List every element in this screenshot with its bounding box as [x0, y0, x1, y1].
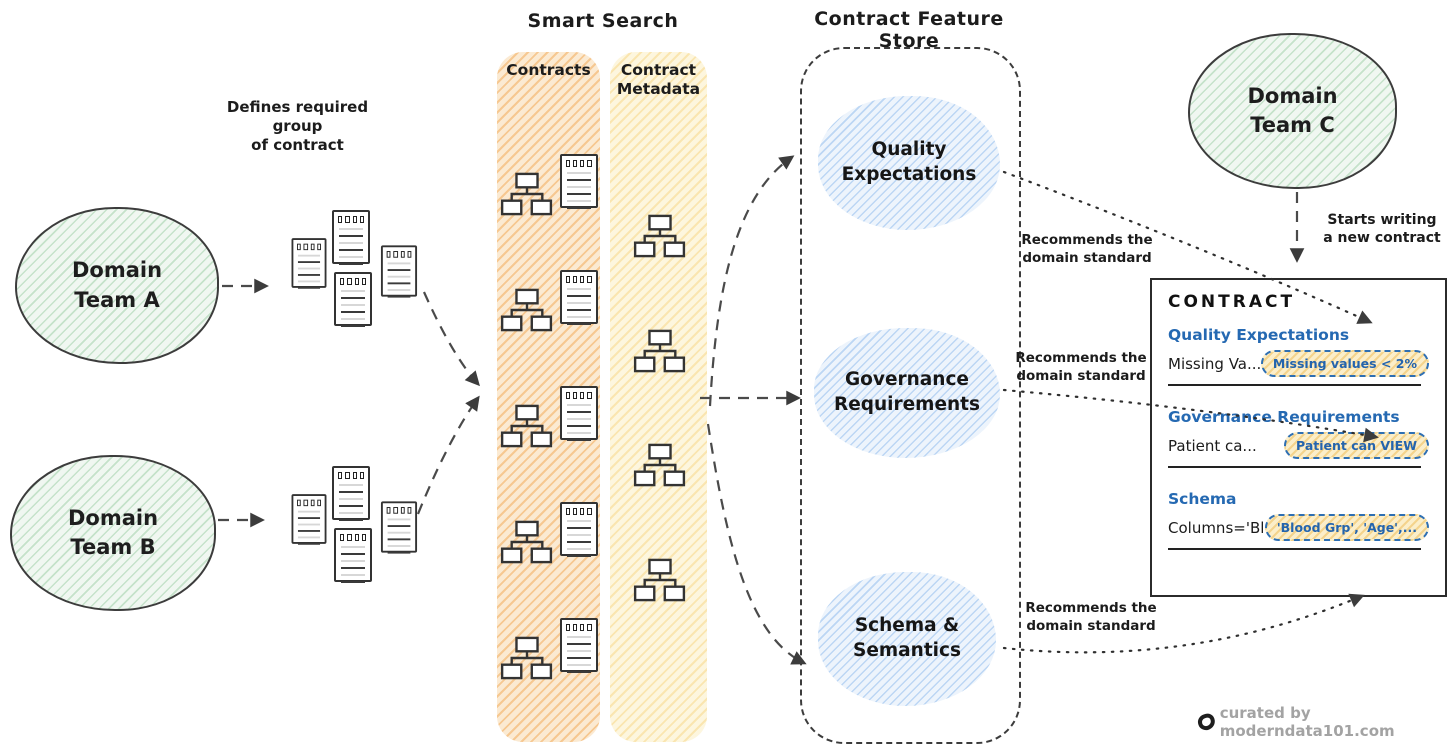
document-icon	[332, 466, 370, 521]
document-icon	[559, 502, 598, 557]
section-heading: Quality Expectations	[1168, 326, 1350, 344]
recommended-value-pill: Patient can VIEW	[1284, 432, 1429, 459]
arrow-docs-a-to-smart-search	[422, 291, 480, 387]
metadata-tree-icon	[633, 443, 685, 491]
metadata-tree-icon	[633, 329, 685, 377]
contracts-column-label: Contracts	[506, 61, 591, 79]
arrow-search-to-schema	[706, 423, 807, 665]
document-icon-wrapper	[380, 245, 418, 298]
document-icon	[559, 154, 598, 209]
document-icon	[559, 386, 598, 441]
document-icon-wrapper	[334, 272, 372, 327]
recommended-value-pill: 'Blood Grp', 'Age',...	[1264, 514, 1429, 541]
recommends-label-schema: Recommends the domain standard	[1025, 600, 1157, 634]
recommends-label-governance: Recommends the domain standard	[1015, 350, 1147, 384]
tree-diagram-icon	[500, 172, 552, 216]
document-header-dots	[297, 243, 321, 251]
contract-section-quality: Quality Expectations Missing Va... Missi…	[1168, 326, 1429, 386]
document-header-dots	[386, 251, 412, 258]
metadata-tree-icon	[633, 558, 685, 606]
quality-expectations-ellipse: Quality Expectations	[818, 96, 1000, 230]
arrow-search-to-quality	[708, 155, 795, 407]
document-header-dots	[340, 534, 366, 541]
document-icon-wrapper	[332, 210, 370, 265]
document-header-dots	[565, 508, 592, 515]
document-icon	[380, 245, 418, 298]
footer-credit: curated by moderndata101.com	[1195, 704, 1456, 740]
document-header-dots	[340, 278, 366, 285]
document-icon	[334, 528, 372, 583]
document-icon	[559, 618, 598, 673]
domain-team-a-ellipse: Domain Team A	[15, 207, 219, 364]
moderndata101-logo-icon	[1195, 711, 1217, 733]
section-divider	[1168, 466, 1422, 468]
document-icon	[291, 494, 327, 545]
document-icon-wrapper	[291, 238, 327, 289]
section-heading: Schema	[1168, 490, 1237, 508]
contract-with-tree-icon	[500, 502, 598, 568]
recommended-value-pill: Missing values < 2%	[1260, 350, 1429, 377]
contract-card-title: CONTRACT	[1168, 292, 1296, 312]
contract-with-tree-icon	[500, 386, 598, 452]
tree-diagram-icon	[633, 215, 685, 258]
starts-writing-note: Starts writing a new contract	[1323, 212, 1441, 247]
tree-diagram-icon	[633, 443, 685, 487]
domain-team-c-ellipse: Domain Team C	[1188, 33, 1397, 189]
governance-requirements-ellipse: Governance Requirements	[814, 328, 1000, 458]
contract-with-tree-icon	[500, 270, 598, 336]
feature-store-title: Contract Feature Store	[814, 8, 1004, 52]
document-icon	[332, 210, 370, 265]
section-divider	[1168, 384, 1422, 386]
document-icon-wrapper	[334, 528, 372, 583]
contract-with-tree-icon	[500, 618, 598, 684]
recommends-label-quality: Recommends the domain standard	[1021, 232, 1153, 266]
contract-metadata-column-label: Contract Metadata	[616, 61, 701, 99]
team-b-document-group	[288, 464, 420, 586]
tree-diagram-icon	[500, 520, 552, 564]
metadata-icon-list	[610, 148, 707, 672]
tree-diagram-icon	[633, 329, 685, 373]
document-header-dots	[565, 392, 592, 399]
document-icon-wrapper	[291, 494, 327, 545]
domain-team-b-ellipse: Domain Team B	[10, 455, 216, 611]
contract-section-schema: Schema Columns='Blo... 'Blood Grp', 'Age…	[1168, 490, 1429, 550]
credit-text: curated by moderndata101.com	[1219, 704, 1395, 740]
document-icon-wrapper	[380, 501, 418, 554]
document-icon	[334, 272, 372, 327]
contracts-icon-list	[497, 104, 600, 734]
contract-section-governance: Governance Requirements Patient ca... Pa…	[1168, 408, 1429, 468]
section-field: Missing Va...	[1168, 354, 1261, 373]
document-icon	[559, 270, 598, 325]
document-header-dots	[297, 499, 321, 507]
section-heading: Governance Requirements	[1168, 408, 1400, 426]
tree-diagram-icon	[500, 288, 552, 332]
contracts-column: Contracts	[497, 52, 600, 742]
document-icon	[291, 238, 327, 289]
document-header-dots	[565, 624, 592, 631]
tree-diagram-icon	[500, 404, 552, 448]
contract-with-tree-icon	[500, 154, 598, 220]
metadata-tree-icon	[633, 214, 685, 262]
section-field: Patient ca...	[1168, 436, 1257, 455]
document-header-dots	[386, 507, 412, 514]
defines-group-note: Defines required group of contract	[226, 98, 369, 154]
document-header-dots	[338, 216, 364, 223]
arrow-docs-b-to-smart-search	[416, 395, 480, 515]
section-field: Columns='Blo...	[1168, 518, 1265, 537]
document-icon-wrapper	[332, 466, 370, 521]
schema-semantics-ellipse: Schema & Semantics	[818, 572, 996, 706]
smart-search-title: Smart Search	[527, 10, 679, 32]
document-header-dots	[565, 160, 592, 167]
team-a-document-group	[288, 208, 420, 330]
contract-card: CONTRACT Quality Expectations Missing Va…	[1150, 278, 1447, 597]
contract-metadata-column: Contract Metadata	[610, 52, 707, 742]
document-header-dots	[338, 472, 364, 479]
tree-diagram-icon	[633, 558, 685, 601]
document-header-dots	[565, 276, 592, 283]
document-icon	[380, 501, 418, 554]
tree-diagram-icon	[500, 636, 552, 680]
section-divider	[1168, 548, 1422, 550]
